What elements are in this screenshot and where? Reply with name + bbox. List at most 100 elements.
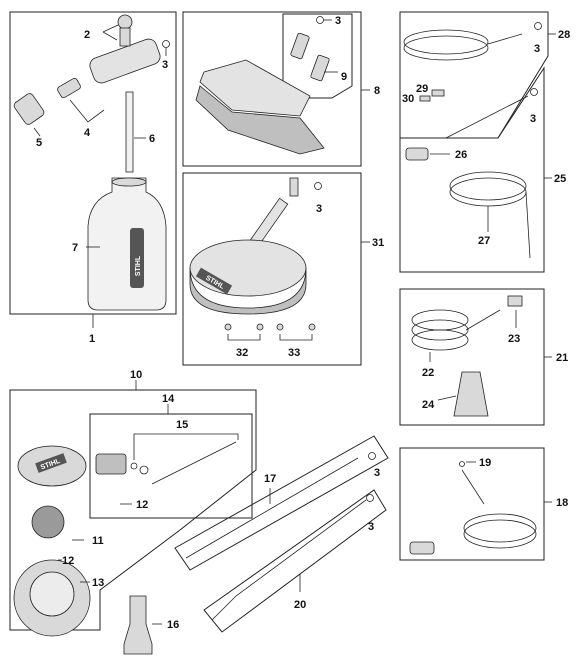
callout-15: 15 [176, 419, 188, 431]
part-13-brush-hub [29, 571, 75, 617]
part-6-tube [125, 91, 134, 173]
callout-31: 31 [372, 237, 384, 249]
part-3-oring-brush [316, 16, 324, 24]
part-18-hose-coil-a [463, 513, 537, 543]
callout-16: 16 [167, 619, 179, 631]
callout-11: 11 [92, 535, 104, 547]
part-29-fitting [431, 89, 445, 97]
part-30-fitting [419, 95, 431, 102]
callout-1: 1 [89, 333, 95, 345]
group-pipe-cleaning: 22 23 24 21 [399, 288, 568, 426]
part-22-hose-coil-b [411, 319, 469, 341]
group-rotary-washer: 10 STIHL 11 12 13 14 15 12 16 [9, 369, 257, 655]
part-22-hose-end [465, 309, 501, 331]
callout-25: 25 [554, 173, 566, 185]
frame-hose-28 [399, 11, 549, 139]
part-7-bottle [87, 177, 167, 311]
group-hose-18: 19 18 [399, 447, 568, 561]
callout-12-lower: 12 [62, 555, 74, 567]
callout-29: 29 [416, 83, 428, 95]
part-brush-head [199, 59, 311, 117]
leader-32 [227, 334, 261, 341]
callout-17: 17 [264, 473, 276, 485]
frame-brush [182, 11, 362, 167]
part-28-hose-coil-b [403, 35, 489, 61]
part-3-oring-17 [368, 452, 376, 460]
leader-24 [437, 395, 457, 401]
part-3-oring-28 [534, 22, 542, 30]
part-3-oring-25 [530, 88, 538, 96]
frame-lance-20 [203, 489, 387, 633]
part-26-connector [405, 147, 429, 161]
part-surface-adapter [289, 177, 299, 197]
callout-28: 28 [558, 29, 570, 41]
part-25-rod [445, 95, 529, 139]
callout-30: 30 [402, 93, 414, 105]
callout-2: 2 [84, 29, 90, 41]
group-brush: 3 9 8 [182, 11, 380, 167]
frame-hose-18 [399, 447, 545, 561]
callout-14: 14 [162, 393, 175, 405]
leader-33 [279, 334, 313, 341]
leader-5 [33, 127, 41, 137]
group-foam-nozzle-kit: STIHL 2 3 4 5 6 7 1 [9, 11, 177, 345]
callout-19: 19 [479, 457, 491, 469]
leader-4 [69, 99, 105, 123]
part-14-tube [151, 441, 237, 485]
part-foam-nozzle-body [89, 38, 161, 84]
part-3-oring [162, 40, 170, 48]
callout-33: 33 [288, 347, 300, 359]
part-28-hose-coil-a [403, 29, 489, 55]
callout-20: 20 [294, 599, 306, 611]
part-3-oring-surface [314, 182, 322, 190]
part-16-adapter [123, 595, 153, 655]
part-22-hose-coil-c [411, 329, 469, 351]
part-9-adapter-a [290, 32, 310, 60]
part-32-screws [224, 323, 264, 331]
part-4-adapter [57, 78, 81, 98]
callout-5: 5 [36, 137, 42, 149]
group-hose-extension: 28 3 29 30 3 26 27 25 [399, 11, 570, 273]
callout-21: 21 [556, 352, 568, 364]
part-27-hose-tail [525, 191, 531, 259]
callout-24: 24 [422, 399, 435, 411]
group-surface-cleaner: STIHL 3 32 33 31 [182, 172, 384, 366]
frame-hose-25 [399, 66, 545, 273]
callout-23: 23 [508, 333, 520, 345]
group-lances: 17 3 20 3 [174, 435, 389, 633]
part-27-hose-coil-a [449, 171, 527, 201]
part-surface-disc-top [189, 239, 307, 297]
part-20-lance [211, 499, 367, 621]
part-18-hose-lead [461, 469, 485, 505]
leader-15 [133, 433, 239, 460]
callout-13: 13 [92, 577, 104, 589]
leader-2b [102, 31, 118, 41]
frame-surface-cleaner [182, 172, 362, 366]
callout-22: 22 [422, 367, 434, 379]
callout-3-surface: 3 [316, 203, 322, 215]
frame-rotary-washer [9, 389, 257, 631]
part-15-oring-b [130, 462, 138, 470]
part-surface-disc-side [189, 267, 307, 315]
surface-logo-band [195, 267, 233, 295]
frame-lance-17 [174, 435, 389, 571]
callout-27: 27 [478, 235, 490, 247]
part-rotor [31, 505, 65, 539]
part-28-hose-end [487, 33, 523, 45]
callout-6: 6 [149, 133, 155, 145]
callout-26: 26 [455, 149, 467, 161]
part-24-cleaning-tool [453, 371, 489, 417]
cover-logo-band [35, 453, 67, 473]
leader-2 [102, 24, 119, 33]
part-27-hose-coil-b [449, 177, 527, 207]
callout-7: 7 [72, 242, 78, 254]
part-brush-bristles [195, 85, 325, 155]
callout-9: 9 [341, 71, 347, 83]
callout-10: 10 [130, 369, 142, 381]
part-foam-nozzle-stem [119, 27, 131, 47]
bottle-logo-band [130, 228, 144, 288]
callout-3-brush: 3 [335, 15, 341, 27]
bottle-neck [111, 177, 147, 187]
part-2-knob [117, 14, 133, 30]
